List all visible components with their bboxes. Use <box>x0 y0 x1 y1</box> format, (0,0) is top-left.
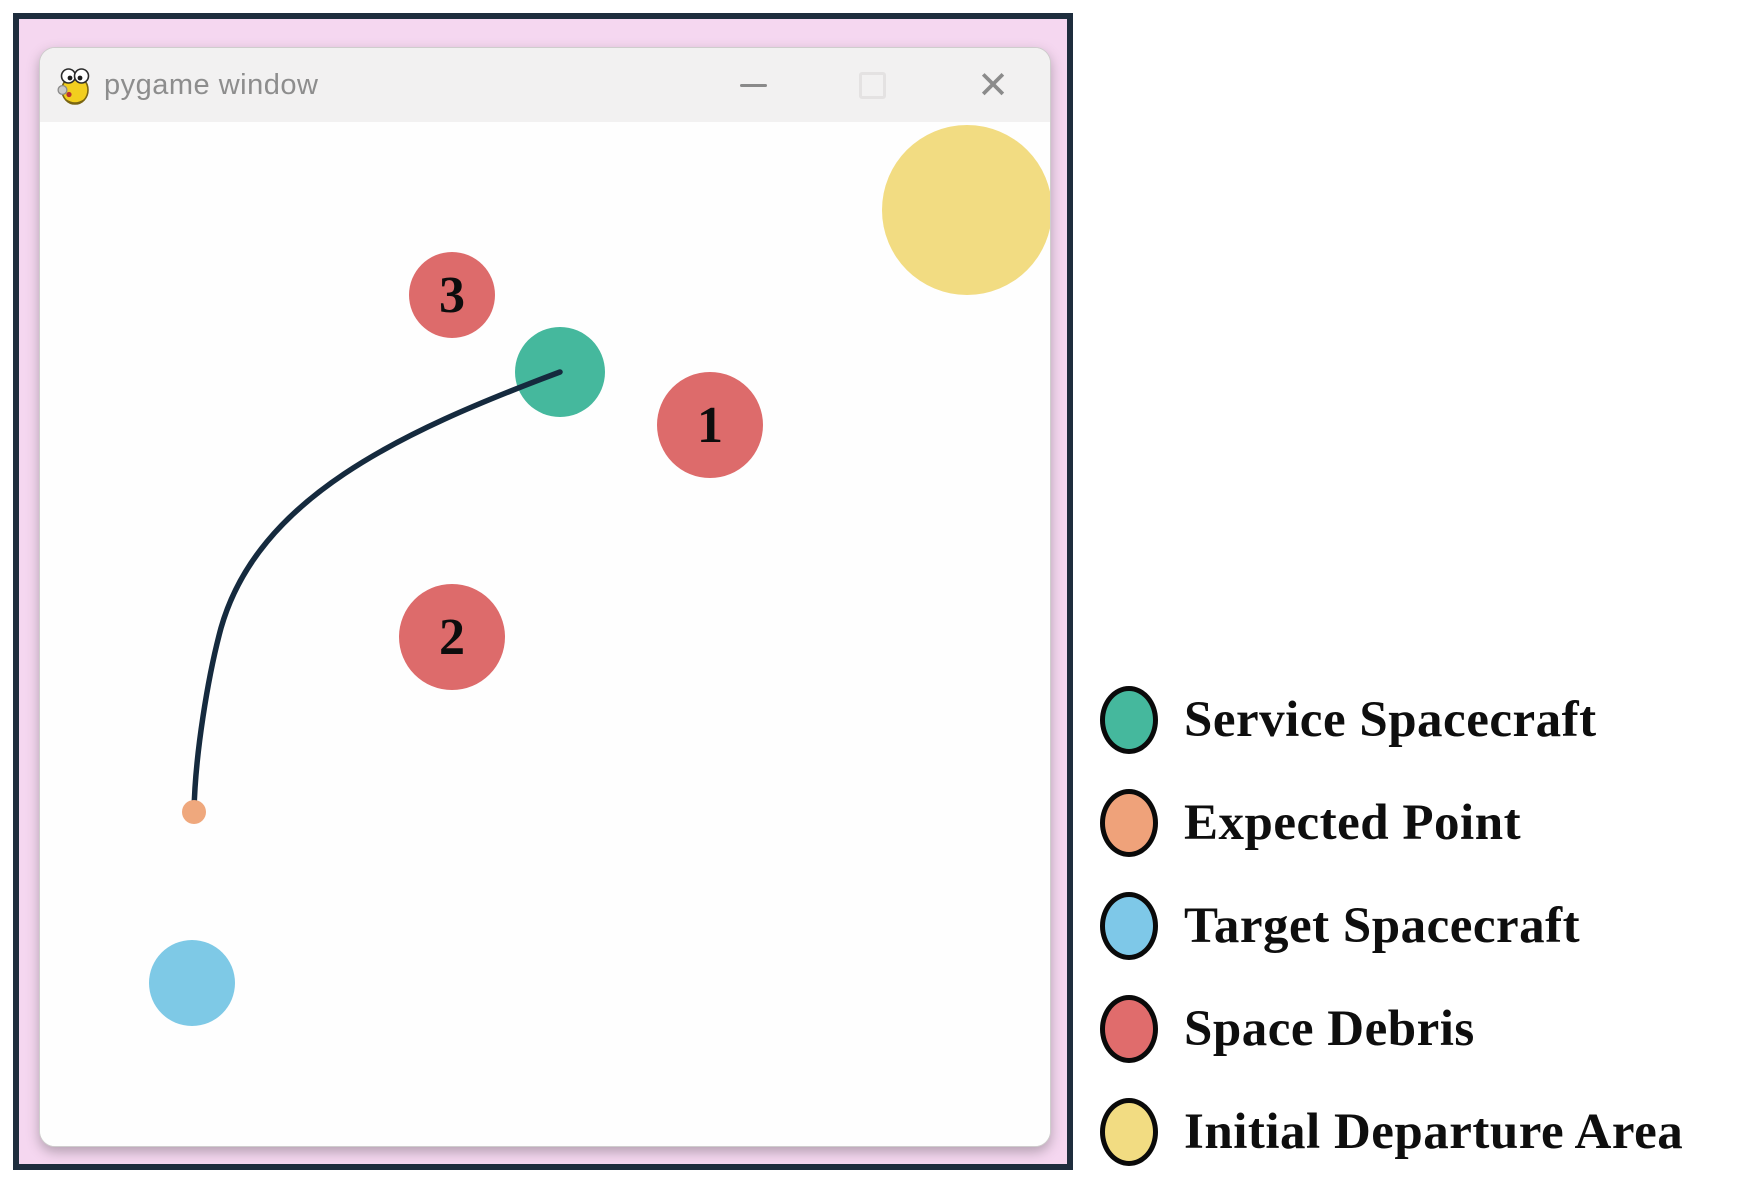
legend-swatch-initial-departure-area <box>1100 1098 1158 1166</box>
pygame-window: pygame window ✕ 3 1 2 <box>39 47 1051 1147</box>
maximize-icon <box>858 71 886 99</box>
trajectory-path <box>191 369 563 815</box>
legend-item-target-spacecraft: Target Spacecraft <box>1100 892 1683 960</box>
pygame-icon <box>56 66 94 106</box>
target-spacecraft <box>149 940 235 1026</box>
window-title: pygame window <box>104 69 319 101</box>
minimize-icon <box>739 83 767 87</box>
legend-label: Target Spacecraft <box>1184 898 1581 954</box>
expected-point <box>182 800 206 824</box>
simulation-canvas: 3 1 2 <box>40 122 1050 1146</box>
close-icon: ✕ <box>977 63 1009 107</box>
legend-item-expected-point: Expected Point <box>1100 789 1683 857</box>
space-debris-2: 2 <box>399 584 505 690</box>
space-debris-1: 1 <box>657 372 763 478</box>
debris-number: 2 <box>439 608 465 666</box>
maximize-button[interactable] <box>840 48 904 122</box>
service-spacecraft <box>515 327 605 417</box>
legend-label: Initial Departure Area <box>1184 1104 1684 1160</box>
legend-item-service-spacecraft: Service Spacecraft <box>1100 686 1683 754</box>
debris-number: 1 <box>697 396 723 454</box>
legend-swatch-space-debris <box>1100 995 1158 1063</box>
legend-swatch-target-spacecraft <box>1100 892 1158 960</box>
minimize-button[interactable] <box>721 48 785 122</box>
legend-item-space-debris: Space Debris <box>1100 995 1683 1063</box>
legend-swatch-expected-point <box>1100 789 1158 857</box>
close-button[interactable]: ✕ <box>961 48 1025 122</box>
legend-label: Service Spacecraft <box>1184 692 1597 748</box>
legend-label: Expected Point <box>1184 795 1522 851</box>
debris-number: 3 <box>439 266 465 324</box>
window-titlebar[interactable]: pygame window ✕ <box>40 48 1050 122</box>
legend-label: Space Debris <box>1184 1001 1475 1057</box>
space-debris-3: 3 <box>409 252 495 338</box>
legend-item-initial-departure-area: Initial Departure Area <box>1100 1098 1683 1166</box>
app-frame: pygame window ✕ 3 1 2 <box>13 13 1073 1170</box>
initial-departure-area <box>882 125 1050 295</box>
legend-swatch-service-spacecraft <box>1100 686 1158 754</box>
